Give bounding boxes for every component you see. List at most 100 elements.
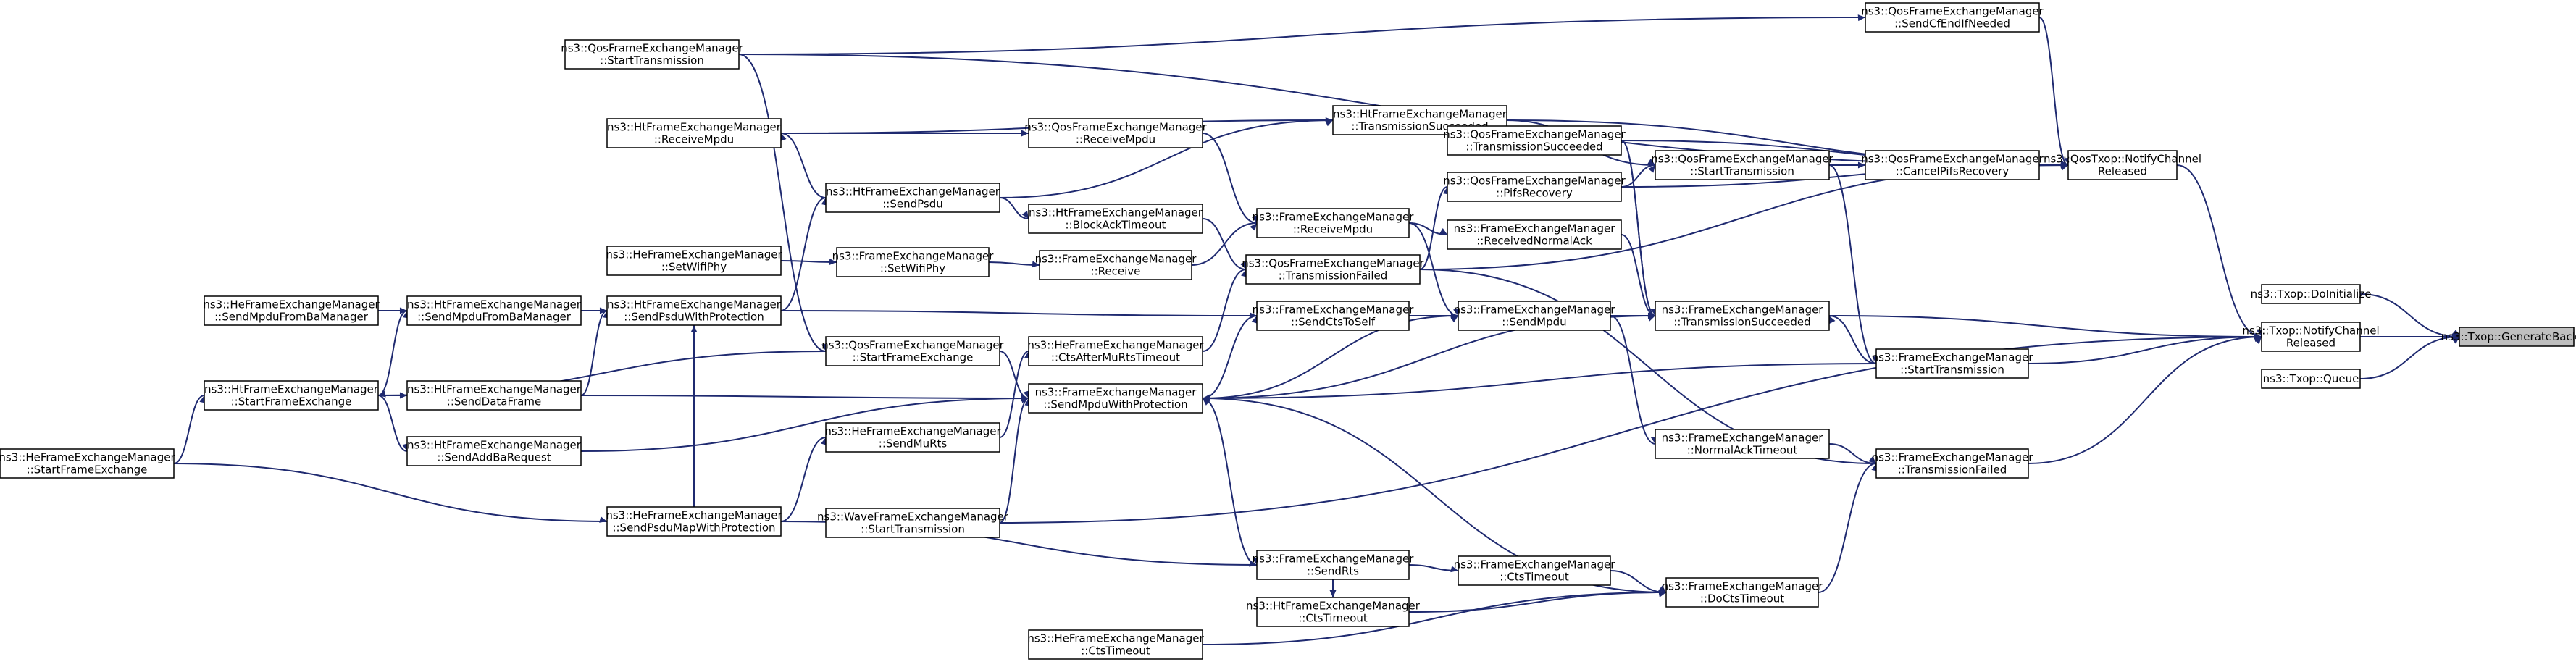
edge-arrowhead bbox=[2254, 335, 2262, 343]
edge-arrowhead bbox=[1203, 394, 1210, 401]
edge-ht-fem-send-add-ba-request-to-fem-send-mpdu-with-protection bbox=[580, 398, 1029, 452]
edge-wave-fem-start-transmission-to-fem-send-mpdu-with-protection bbox=[999, 398, 1029, 524]
node-label-line: ::SetWifiPhy bbox=[880, 262, 945, 275]
edge-arrowhead bbox=[1023, 390, 1030, 398]
node-box bbox=[406, 295, 582, 326]
node-fem-send-cts-to-self[interactable]: ns3::FrameExchangeManager::SendCtsToSelf bbox=[1253, 301, 1415, 331]
node-box bbox=[1256, 208, 1410, 238]
node-he-fem-send-mu-rts[interactable]: ns3::HeFrameExchangeManager::SendMuRts bbox=[824, 422, 1001, 453]
node-label-line: ns3::FrameExchangeManager bbox=[1253, 211, 1415, 224]
node-he-fem-cts-after-mu-rts-timeout[interactable]: ns3::HeFrameExchangeManager::CtsAfterMuR… bbox=[1027, 336, 1204, 366]
edge-arrowhead bbox=[1658, 585, 1666, 592]
node-label-line: ns3::HeFrameExchangeManager bbox=[606, 248, 782, 261]
node-box bbox=[1865, 2, 2040, 33]
node-label-line: ::TransmissionSucceeded bbox=[1465, 140, 1602, 154]
node-box bbox=[2261, 369, 2361, 389]
node-ht-fem-send-mpdu-from-ba-manager[interactable]: ns3::HtFrameExchangeManager::SendMpduFro… bbox=[406, 295, 582, 326]
node-ht-fem-block-ack-timeout[interactable]: ns3::HtFrameExchangeManager::BlockAckTim… bbox=[1028, 204, 1203, 234]
edge-fem-set-wifi-phy-to-fem-receive bbox=[988, 261, 1040, 266]
node-box bbox=[1458, 555, 1611, 586]
node-box bbox=[1447, 125, 1622, 156]
node-box bbox=[825, 336, 1000, 366]
node-qos-fem-start-frame-exchange[interactable]: ns3::QosFrameExchangeManager::StartFrame… bbox=[821, 336, 1005, 366]
node-qos-fem-transmission-succeeded[interactable]: ns3::QosFrameExchangeManager::Transmissi… bbox=[1443, 125, 1626, 156]
node-fem-received-normal-ack[interactable]: ns3::FrameExchangeManager::ReceivedNorma… bbox=[1447, 219, 1622, 250]
node-box bbox=[2459, 327, 2575, 347]
node-ht-fem-cts-timeout[interactable]: ns3::HtFrameExchangeManager::CtsTimeout bbox=[1246, 597, 1421, 627]
node-label-line: ns3::HeFrameExchangeManager bbox=[1027, 339, 1204, 352]
node-fem-do-cts-timeout[interactable]: ns3::FrameExchangeManager::DoCtsTimeout bbox=[1662, 577, 1824, 608]
node-label-line: ::SetWifiPhy bbox=[661, 261, 727, 274]
node-box bbox=[406, 436, 582, 466]
edge-he-fem-send-mu-rts-to-he-fem-cts-after-mu-rts-timeout bbox=[999, 351, 1029, 438]
node-qos-fem-start-transmission-mid[interactable]: ns3::QosFrameExchangeManager::StartTrans… bbox=[1651, 150, 1834, 180]
node-ht-fem-receive-mpdu[interactable]: ns3::HtFrameExchangeManager::ReceiveMpdu bbox=[606, 118, 782, 148]
node-wave-fem-start-transmission[interactable]: ns3::WaveFrameExchangeManager::StartTran… bbox=[817, 508, 1009, 538]
node-label-line: ::SendMuRts bbox=[879, 437, 948, 450]
node-ht-fem-send-psdu[interactable]: ns3::HtFrameExchangeManager::SendPsdu bbox=[825, 183, 1000, 213]
node-fem-cts-timeout[interactable]: ns3::FrameExchangeManager::CtsTimeout bbox=[1454, 555, 1616, 586]
node-qos-fem-cancel-pifs-recovery[interactable]: ns3::QosFrameExchangeManager::CancelPifs… bbox=[1861, 150, 2044, 180]
edge-ht-fem-start-frame-exchange-to-ht-fem-send-mpdu-from-ba-manager bbox=[377, 310, 408, 396]
node-qos-fem-receive-mpdu[interactable]: ns3::QosFrameExchangeManager::ReceiveMpd… bbox=[1024, 118, 1208, 148]
node-txop-do-initialize[interactable]: ns3::Txop::DoInitialize bbox=[2251, 284, 2372, 304]
edge-wave-fem-start-transmission-to-txop-notify-channel-released bbox=[999, 336, 2262, 524]
node-label-line: ::NormalAckTimeout bbox=[1687, 444, 1798, 457]
node-label-line: ns3::QosTxop::NotifyChannel bbox=[2044, 153, 2201, 166]
node-ht-fem-send-data-frame[interactable]: ns3::HtFrameExchangeManager::SendDataFra… bbox=[406, 380, 582, 411]
node-qos-fem-pifs-recovery[interactable]: ns3::QosFrameExchangeManager::PifsRecove… bbox=[1443, 172, 1626, 202]
edge-arrowhead bbox=[1021, 211, 1029, 219]
node-label-line: ns3::FrameExchangeManager bbox=[1662, 432, 1824, 445]
node-label-line: ns3::Txop::DoInitialize bbox=[2251, 288, 2372, 301]
node-box bbox=[2261, 284, 2361, 304]
node-box bbox=[1039, 250, 1192, 280]
node-he-fem-send-psdu-map-with-protection[interactable]: ns3::HeFrameExchangeManager::SendPsduMap… bbox=[606, 506, 782, 537]
node-fem-start-transmission[interactable]: ns3::FrameExchangeManager::StartTransmis… bbox=[1872, 348, 2034, 379]
node-label-line: ::CtsTimeout bbox=[1081, 645, 1150, 658]
edge-arrowhead bbox=[1648, 165, 1655, 173]
node-label-line: ::StartFrameExchange bbox=[231, 395, 352, 408]
node-he-fem-send-mpdu-from-ba-manager[interactable]: ns3::HeFrameExchangeManager::SendMpduFro… bbox=[203, 295, 380, 326]
edge-qos-fem-start-transmission-top-to-qos-fem-start-frame-exchange bbox=[738, 54, 827, 352]
node-fem-send-rts[interactable]: ns3::FrameExchangeManager::SendRts bbox=[1253, 550, 1415, 580]
edge-he-fem-start-frame-exchange-to-he-fem-send-psdu-map-with-protection bbox=[173, 463, 608, 522]
node-label-line: ns3::FrameExchangeManager bbox=[1035, 386, 1197, 399]
node-ht-fem-start-frame-exchange[interactable]: ns3::HtFrameExchangeManager::StartFrameE… bbox=[204, 380, 379, 411]
node-fem-transmission-failed[interactable]: ns3::FrameExchangeManager::TransmissionF… bbox=[1872, 448, 2034, 479]
node-label-line: ::StartTransmission bbox=[1690, 165, 1794, 178]
node-label-line: ns3::QosFrameExchangeManager bbox=[1651, 153, 1833, 166]
node-fem-receive[interactable]: ns3::FrameExchangeManager::Receive bbox=[1035, 250, 1197, 280]
node-txop-generate-backoff[interactable]: ns3::Txop::GenerateBackoff bbox=[2441, 327, 2576, 347]
node-txop-queue[interactable]: ns3::Txop::Queue bbox=[2261, 369, 2361, 389]
node-label-line: ns3::FrameExchangeManager bbox=[1662, 303, 1824, 316]
node-qos-fem-start-transmission-top[interactable]: ns3::QosFrameExchangeManager::StartTrans… bbox=[561, 39, 744, 70]
node-fem-send-mpdu[interactable]: ns3::FrameExchangeManager::SendMpdu bbox=[1454, 301, 1616, 331]
node-fem-set-wifi-phy[interactable]: ns3::FrameExchangeManager::SetWifiPhy bbox=[832, 247, 995, 277]
edge-txop-do-initialize-to-txop-generate-backoff bbox=[2359, 293, 2460, 337]
node-fem-receive-mpdu[interactable]: ns3::FrameExchangeManager::ReceiveMpdu bbox=[1253, 208, 1415, 238]
edge-ht-fem-cts-timeout-to-fem-do-cts-timeout bbox=[1408, 592, 1667, 613]
node-fem-normal-ack-timeout[interactable]: ns3::FrameExchangeManager::NormalAckTime… bbox=[1655, 429, 1830, 459]
edge-qos-fem-start-transmission-mid-to-fem-start-transmission bbox=[1828, 164, 1877, 364]
edge-arrowhead bbox=[1868, 456, 1876, 463]
node-label-line: Released bbox=[2098, 165, 2147, 178]
node-label-line: ::TransmissionFailed bbox=[1898, 463, 2007, 477]
node-qos-fem-transmission-failed[interactable]: ns3::QosFrameExchangeManager::Transmissi… bbox=[1242, 254, 1425, 285]
node-qos-fem-send-cf-end-if-needed[interactable]: ns3::QosFrameExchangeManager::SendCfEndI… bbox=[1861, 2, 2044, 33]
node-fem-send-mpdu-with-protection[interactable]: ns3::FrameExchangeManager::SendMpduWithP… bbox=[1028, 383, 1203, 414]
node-ht-fem-send-psdu-with-protection[interactable]: ns3::HtFrameExchangeManager::SendPsduWit… bbox=[606, 295, 782, 326]
node-box bbox=[1028, 118, 1203, 148]
node-box bbox=[606, 506, 782, 537]
edge-arrowhead bbox=[829, 258, 837, 265]
node-ht-fem-send-add-ba-request[interactable]: ns3::HtFrameExchangeManager::SendAddBaRe… bbox=[406, 436, 582, 466]
node-label-line: ns3::QosFrameExchangeManager bbox=[1242, 257, 1424, 270]
node-label-line: ns3::WaveFrameExchangeManager bbox=[817, 511, 1009, 524]
node-he-fem-start-frame-exchange[interactable]: ns3::HeFrameExchangeManager::StartFrameE… bbox=[0, 448, 175, 479]
node-he-fem-set-wifi-phy[interactable]: ns3::HeFrameExchangeManager::SetWifiPhy bbox=[606, 246, 782, 276]
node-label-line: ns3::HtFrameExchangeManager bbox=[204, 383, 379, 396]
node-he-fem-cts-timeout[interactable]: ns3::HeFrameExchangeManager::CtsTimeout bbox=[1027, 629, 1204, 660]
node-fem-transmission-succeeded[interactable]: ns3::FrameExchangeManager::TransmissionS… bbox=[1655, 301, 1830, 331]
node-label-line: ::TransmissionSucceeded bbox=[1673, 316, 1810, 329]
